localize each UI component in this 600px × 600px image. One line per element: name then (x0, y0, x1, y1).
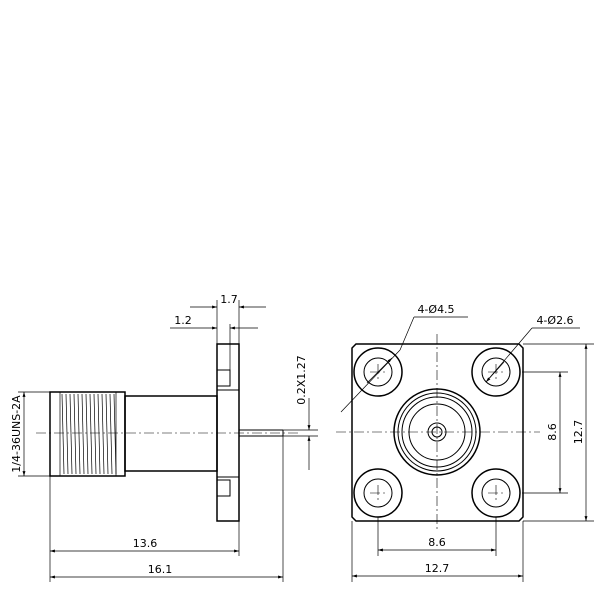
thread-line (93, 393, 97, 475)
thread-line (81, 393, 85, 475)
front-centerlines (336, 334, 540, 532)
thread-line (85, 393, 89, 475)
dim-outer-holes: 4-Ø4.5 (417, 303, 454, 316)
dim-flange-offset: 1.2 (174, 314, 192, 327)
thread-line (89, 393, 93, 475)
thread-line (105, 393, 109, 475)
dim-hole-spacing-vertical: 8.6 (546, 423, 559, 441)
threaded-nut (49, 391, 126, 477)
thread-line (61, 393, 65, 475)
thread-line (65, 393, 69, 475)
side-view: 1/4-36UNS-2A 1.7 1.2 0.2X1.27 13.6 16.1 (10, 293, 318, 582)
thread-spec-label: 1/4-36UNS-2A (10, 395, 23, 473)
thread-line (101, 393, 105, 475)
thread-line (77, 393, 81, 475)
dim-flange-height: 12.7 (572, 420, 585, 445)
thread-line (113, 393, 117, 475)
body-tube (124, 395, 218, 472)
dim-flange-width-front: 12.7 (425, 562, 450, 575)
mounting-hole-top-left (353, 347, 403, 397)
dim-hole-spacing-horizontal: 8.6 (428, 536, 446, 549)
dim-overall-length: 16.1 (148, 563, 173, 576)
thread-line (69, 393, 73, 475)
thread-line (109, 393, 113, 475)
thread-line (73, 393, 77, 475)
dim-inner-holes: 4-Ø2.6 (536, 314, 573, 327)
front-view: 4-Ø4.5 4-Ø2.6 8.6 12.7 8.6 12.7 (336, 303, 594, 582)
dim-body-length: 13.6 (133, 537, 158, 550)
thread-line (97, 393, 101, 475)
front-flange (351, 343, 524, 522)
side-flange (216, 343, 240, 522)
mounting-hole-top-right (471, 347, 521, 397)
dim-pin-size: 0.2X1.27 (295, 355, 308, 405)
dim-flange-width-side: 1.7 (220, 293, 238, 306)
